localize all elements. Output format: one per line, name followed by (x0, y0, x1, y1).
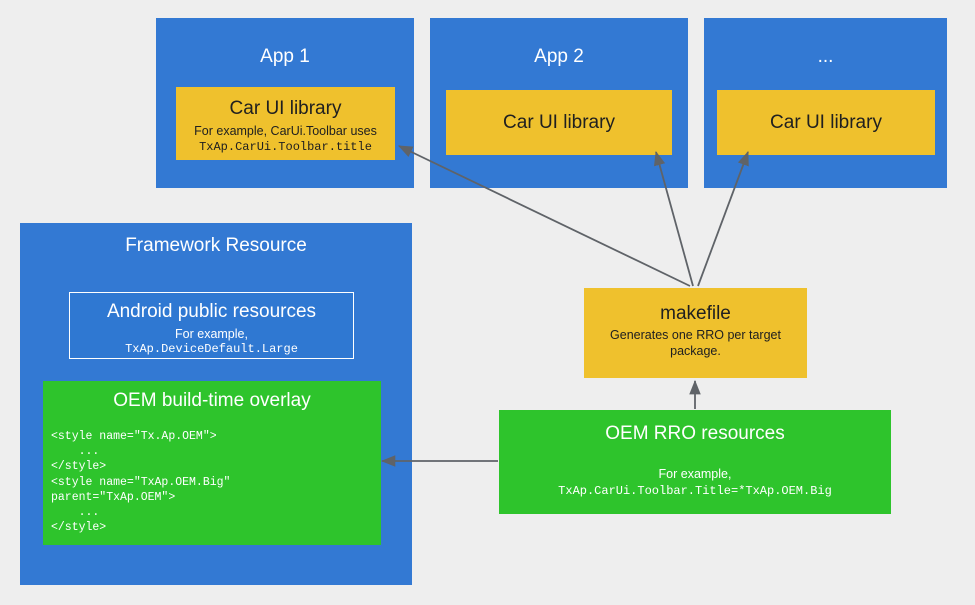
oem-rro-resources-code: TxAp.CarUi.Toolbar.Title=*TxAp.OEM.Big (558, 484, 832, 498)
oem-rro-resources-box: OEM RRO resources For example, TxAp.CarU… (499, 410, 891, 514)
android-public-resources-title: Android public resources (106, 301, 317, 322)
makefile-box: makefile Generates one RRO per target pa… (584, 288, 807, 378)
app-1-car-ui-library-title: Car UI library (229, 98, 342, 119)
oem-build-time-overlay-title: OEM build-time overlay (113, 390, 311, 411)
app-1-title: App 1 (260, 46, 310, 67)
app-3-title: ... (817, 46, 834, 67)
makefile-title: makefile (660, 303, 731, 324)
app-2-car-ui-library-box: Car UI library (446, 90, 672, 155)
oem-build-time-overlay-code: <style name="Tx.Ap.OEM"> ... </style> <s… (51, 430, 231, 535)
app-3-car-ui-library-title: Car UI library (770, 112, 882, 133)
android-public-resources-subtitle: For example, (175, 327, 248, 341)
android-public-resources-box: Android public resources For example, Tx… (69, 292, 354, 359)
makefile-subtitle: Generates one RRO per target package. (610, 328, 781, 358)
android-public-resources-code: TxAp.DeviceDefault.Large (125, 342, 298, 356)
app-1-car-ui-library-code: TxAp.CarUi.Toolbar.title (199, 140, 372, 154)
oem-build-time-overlay-box: OEM build-time overlay <style name="Tx.A… (43, 381, 381, 545)
oem-rro-resources-subtitle: For example, (658, 467, 732, 481)
framework-resource-title: Framework Resource (125, 235, 307, 256)
app-1-car-ui-library-box: Car UI library For example, CarUi.Toolba… (176, 87, 395, 160)
app-2-car-ui-library-title: Car UI library (503, 112, 615, 133)
oem-rro-resources-title: OEM RRO resources (605, 423, 785, 444)
app-3-car-ui-library-box: Car UI library (717, 90, 935, 155)
app-2-title: App 2 (534, 46, 584, 67)
app-1-car-ui-library-subtitle: For example, CarUi.Toolbar uses (194, 124, 377, 138)
